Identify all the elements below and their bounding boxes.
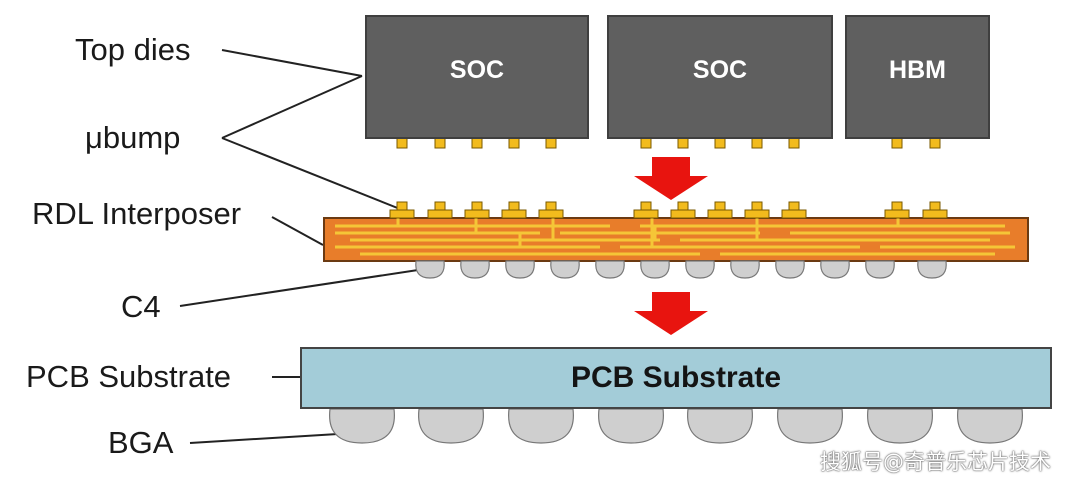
c4-bump [505,260,535,279]
interposer-ubumps [389,201,948,219]
c4-bump [730,260,760,279]
die-soc-2: SOC [607,15,833,139]
bga-ball [329,408,395,444]
ubump [545,137,557,149]
c4-bump [685,260,715,279]
ubump-pad [884,209,910,219]
c4-bump [640,260,670,279]
ubump-pad [389,209,415,219]
c4-bump [415,260,445,279]
ubump [929,137,941,149]
label-bga: BGA [108,425,174,460]
leader-lines [179,49,419,444]
ubump [545,201,557,211]
ubump [929,201,941,211]
ubump [640,137,652,149]
interposer-traces [335,218,1015,256]
ubump [508,137,520,149]
ubump [677,201,689,211]
ubump-pad [744,209,770,219]
label-pcb-substrate: PCB Substrate [26,359,232,394]
label-c4: C4 [121,289,161,324]
watermark: 搜狐号@奇普乐芯片技术 [820,450,1051,474]
c4-bump [460,260,490,279]
bga-balls [329,408,1023,444]
die-soc-1: SOC [365,15,589,139]
rdl-interposer [323,201,1029,262]
die-label: HBM [889,55,946,84]
ubump-pad [501,209,527,219]
label-rdl-interposer: RDL Interposer [32,196,242,231]
bga-ball [687,408,753,444]
c4-bump [550,260,580,279]
c4-bump [595,260,625,279]
c4-bumps [415,260,947,279]
ubump-pad [670,209,696,219]
ubump [471,137,483,149]
arrow-down-1 [634,157,708,200]
bga-ball [418,408,484,444]
ubump [434,137,446,149]
ubump [714,201,726,211]
die-hbm: HBM [845,15,990,139]
arrow-down-2 [634,292,708,335]
leader-line-ubump-top [221,75,363,139]
die-label: SOC [692,55,748,84]
c4-bump [917,260,947,279]
bga-ball [508,408,574,444]
ubump [434,201,446,211]
ubump [788,201,800,211]
ubump [788,137,800,149]
pcb-label: PCB Substrate [570,361,782,394]
ubump [751,137,763,149]
die-label: SOC [449,55,505,84]
ubump [640,201,652,211]
label-ubump: μbump [85,120,181,155]
leader-line-ubump-bottom [221,137,401,210]
leader-line-c4 [179,269,419,307]
ubump [396,201,408,211]
ubump-pad [633,209,659,219]
ubump [891,137,903,149]
ubump [751,201,763,211]
ubump-pad [922,209,948,219]
ubump-pad [464,209,490,219]
ubump-pad [781,209,807,219]
bga-ball [957,408,1023,444]
bga-ball [867,408,933,444]
ubump-pad [427,209,453,219]
ubump [714,137,726,149]
c4-bump [820,260,850,279]
ubump-pad [538,209,564,219]
ubump [508,201,520,211]
leader-line-top-dies [221,49,363,77]
leader-line-bga [189,433,339,444]
bga-ball [598,408,664,444]
ubump [891,201,903,211]
label-top-dies: Top dies [75,32,191,67]
ubump [677,137,689,149]
bga-ball [777,408,843,444]
leader-line-rdl [271,216,324,246]
ubump [396,137,408,149]
ubump [471,201,483,211]
pcb-substrate: PCB Substrate [300,347,1052,409]
c4-bump [775,260,805,279]
c4-bump [865,260,895,279]
ubump-pad [707,209,733,219]
